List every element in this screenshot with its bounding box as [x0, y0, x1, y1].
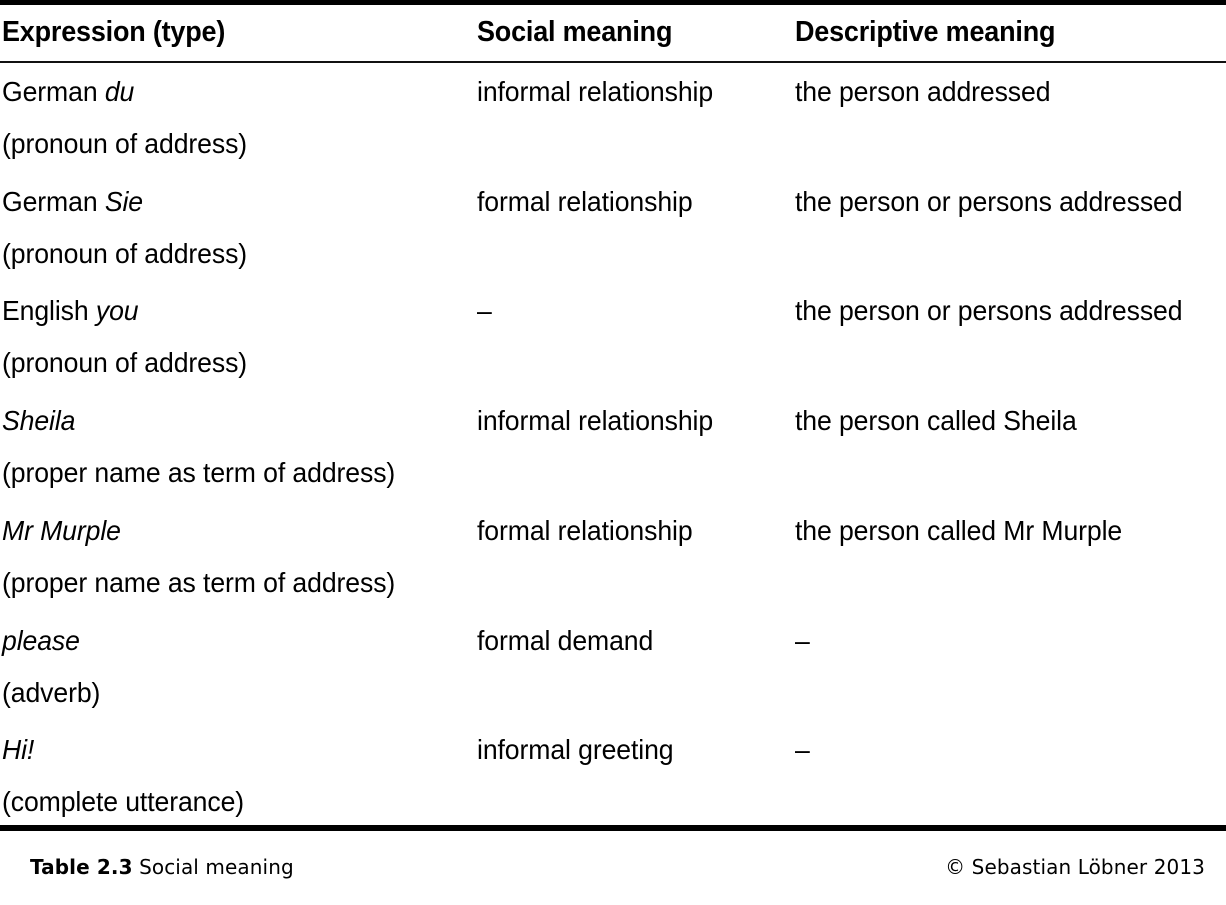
expression-type: (complete utterance)	[2, 786, 245, 817]
expression-type: (adverb)	[2, 677, 101, 708]
cell-social-meaning: informal greeting	[477, 734, 674, 765]
table-top-rule	[0, 0, 1226, 5]
expression-term: please	[2, 625, 80, 656]
cell-expression: Hi!	[2, 736, 449, 764]
column-header-expression: Expression (type)	[2, 16, 226, 48]
expression-term: Mr Murple	[2, 515, 121, 546]
expression-term: Hi!	[2, 734, 35, 765]
cell-expression: English you	[2, 297, 449, 325]
cell-expression: please	[2, 627, 449, 655]
cell-expression: German du	[2, 78, 449, 106]
cell-social-meaning: formal demand	[477, 625, 654, 656]
cell-expression: Mr Murple	[2, 517, 449, 545]
expression-type: (pronoun of address)	[2, 347, 248, 378]
copyright-notice: © Sebastian Löbner 2013	[945, 855, 1205, 879]
expression-type: (pronoun of address)	[2, 238, 248, 269]
cell-descriptive-meaning: the person or persons addressed	[795, 295, 1183, 326]
cell-descriptive-meaning: the person called Mr Murple	[795, 515, 1123, 546]
cell-social-meaning: formal relationship	[477, 186, 693, 217]
cell-social-meaning: –	[477, 295, 492, 326]
cell-descriptive-meaning: –	[795, 625, 810, 656]
cell-descriptive-meaning: the person addressed	[795, 76, 1051, 107]
table-bottom-rule	[0, 825, 1226, 831]
expression-type: (proper name as term of address)	[2, 457, 396, 488]
cell-descriptive-meaning: the person or persons addressed	[795, 186, 1183, 217]
expression-term: Sie	[104, 186, 143, 217]
expression-term: Sheila	[2, 405, 76, 436]
column-header-social-meaning: Social meaning	[477, 16, 673, 48]
table-caption: Table 2.3 Social meaning	[30, 855, 294, 879]
expression-prefix: German	[2, 186, 105, 217]
expression-prefix: English	[2, 295, 96, 326]
expression-prefix: German	[2, 76, 105, 107]
cell-social-meaning: formal relationship	[477, 515, 693, 546]
table-header-rule	[0, 61, 1226, 63]
cell-expression: Sheila	[2, 407, 449, 435]
cell-social-meaning: informal relationship	[477, 76, 714, 107]
table-caption-label: Table 2.3	[30, 855, 133, 879]
cell-descriptive-meaning: the person called Sheila	[795, 405, 1077, 436]
expression-type: (pronoun of address)	[2, 128, 248, 159]
cell-social-meaning: informal relationship	[477, 405, 714, 436]
expression-type: (proper name as term of address)	[2, 567, 396, 598]
table-caption-text: Social meaning	[139, 855, 294, 879]
cell-expression: German Sie	[2, 188, 449, 216]
expression-term: you	[95, 295, 139, 326]
column-header-descriptive-meaning: Descriptive meaning	[795, 16, 1056, 48]
cell-descriptive-meaning: –	[795, 734, 810, 765]
expression-term: du	[104, 76, 135, 107]
